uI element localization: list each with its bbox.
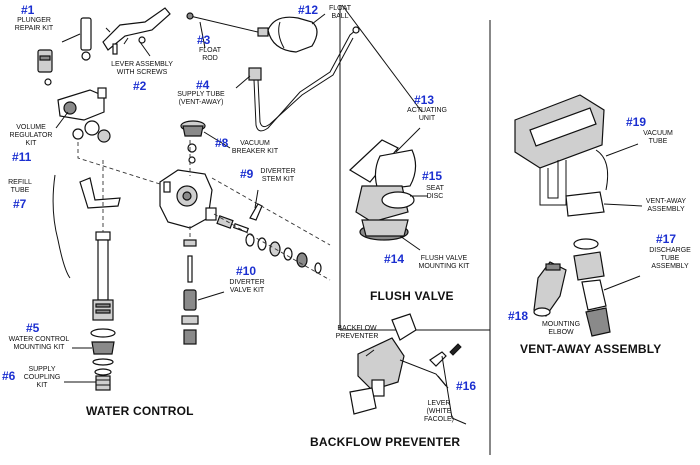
diverter-valve-drawing: [181, 239, 199, 345]
guide-lines: [77, 140, 331, 281]
part-number-2: #2: [133, 79, 147, 93]
leader-lines: [55, 13, 643, 389]
part-number-11: #11: [12, 150, 32, 164]
mounting-elbow-drawing: [533, 261, 567, 317]
part-number-4: #4: [196, 78, 210, 92]
part-number-19: #19: [626, 115, 647, 129]
part-number-8: #8: [215, 136, 229, 150]
part-number-16: #16: [456, 379, 477, 393]
panel-dividers: [339, 4, 491, 455]
water-control-mounting-kit-drawing: [90, 328, 116, 366]
lever-assembly-drawing: [102, 7, 171, 55]
part-number-15: #15: [422, 169, 443, 183]
part-number-3: #3: [197, 33, 211, 47]
float-rod-drawing: [186, 12, 263, 34]
plunger-repair-kit-drawing: [37, 17, 92, 86]
part-number-12: #12: [298, 3, 319, 17]
refill-lever-drawing: [79, 177, 121, 209]
discharge-tube-drawing: [573, 238, 611, 337]
section-title-flush-valve: FLUSH VALVE: [370, 289, 454, 303]
backflow-preventer-drawing: [349, 313, 467, 425]
section-title-vent-away-assembly: VENT-AWAY ASSEMBLY: [520, 342, 662, 356]
part-number-18: #18: [508, 309, 529, 323]
valve-body-drawing: [159, 169, 217, 229]
part-number-10: #10: [236, 264, 257, 278]
part-number-1: #1: [21, 3, 35, 17]
part-number-7: #7: [13, 197, 27, 211]
flush-valve-drawing: [349, 139, 417, 241]
part-number-17: #17: [656, 232, 677, 246]
refill-tube-drawing: [52, 174, 71, 279]
part-number-6: #6: [2, 369, 16, 383]
part-number-13: #13: [414, 93, 435, 107]
part-number-14: #14: [384, 252, 405, 266]
riser-shaft-drawing: [92, 231, 114, 321]
section-title-backflow-preventer: BACKFLOW PREVENTER: [310, 435, 461, 449]
part-label-supply-tube: SUPPLY TUBE(VENT-AWAY): [177, 91, 225, 106]
float-ball-drawing: [257, 16, 318, 53]
section-title-water-control: WATER CONTROL: [86, 404, 194, 418]
supply-coupling-drawing: [94, 368, 112, 391]
part-number-9: #9: [240, 167, 254, 181]
supply-tube-drawing: [248, 26, 360, 132]
diverter-stem-drawing: [216, 203, 322, 274]
part-number-5: #5: [26, 321, 40, 335]
volume-regulator-drawing: [57, 87, 111, 143]
vent-away-assembly-drawing: [514, 94, 609, 217]
vacuum-breaker-drawing: [180, 120, 206, 164]
